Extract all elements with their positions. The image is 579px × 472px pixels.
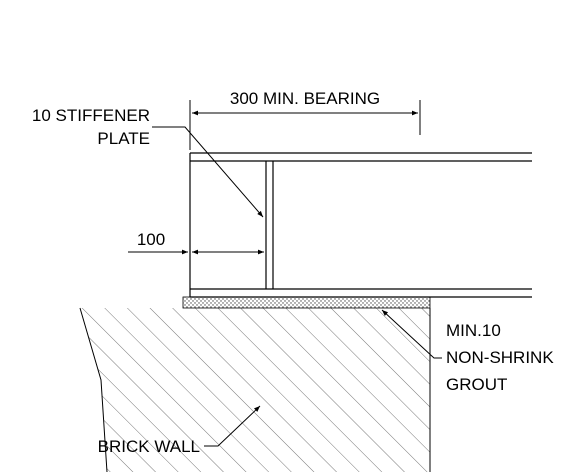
grout-label-line3: GROUT: [446, 375, 507, 394]
wall-leader: [204, 405, 261, 447]
stiffener-label-line2: PLATE: [97, 129, 150, 148]
brick-wall: [79, 307, 431, 472]
stiffener-label-line1: 10 STIFFENER: [32, 106, 150, 125]
stiffener-leader: [152, 126, 264, 218]
bearing-dimension: [189, 100, 421, 150]
steel-beam: [189, 152, 532, 298]
grout-label-line2: NON-SHRINK: [446, 348, 554, 367]
offset-dimension-label: 100: [137, 230, 165, 249]
bearing-label: 300 MIN. BEARING: [230, 89, 380, 108]
grout-leader: [381, 309, 442, 359]
grout-label-line1: MIN.10: [446, 321, 501, 340]
wall-label: BRICK WALL: [98, 437, 200, 456]
stiffener-plate: [265, 161, 274, 289]
grout-layer: [182, 296, 431, 309]
